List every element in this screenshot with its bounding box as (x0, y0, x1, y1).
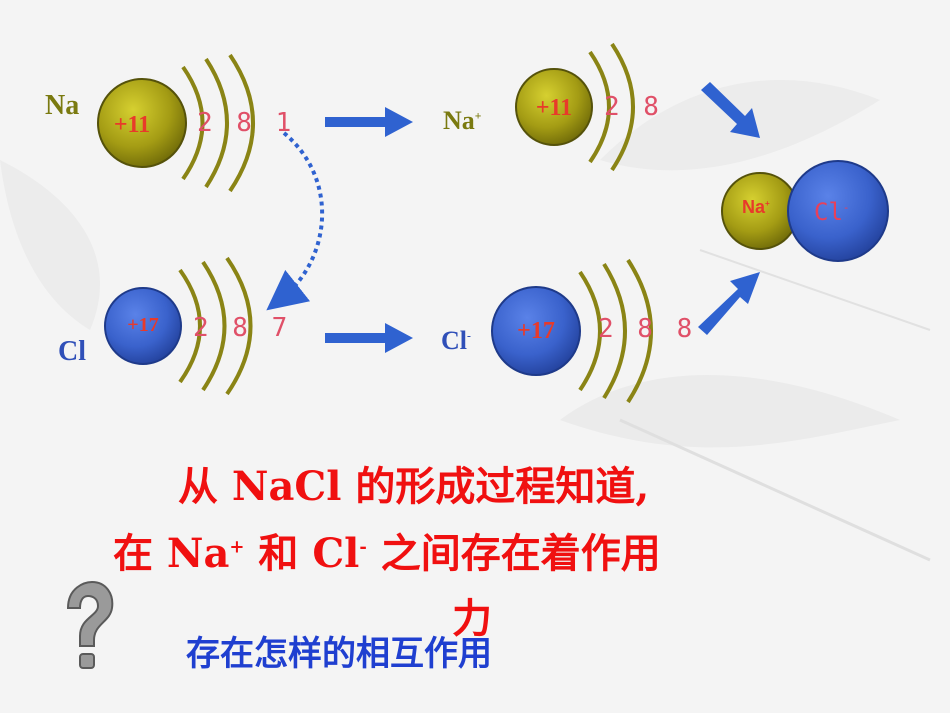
cl-ion-shell-electrons: 2 8 8 (598, 314, 697, 344)
cl-ion (491, 258, 653, 404)
na-ion-nucleus (515, 68, 593, 146)
arrow-cl-ion-to-compound (698, 272, 760, 335)
cl-shell-2 (201, 260, 227, 392)
arrow-na-to-ion (325, 107, 413, 137)
cl-nucleus-charge: +17 (127, 314, 159, 336)
cl-nucleus (104, 287, 182, 365)
cl-ion-shell-3 (626, 258, 653, 404)
na-shell-3 (228, 53, 255, 193)
arrow-cl-to-ion (325, 323, 413, 353)
na-symbol: Na (45, 90, 80, 121)
statement-line-3: 力 (452, 595, 492, 642)
na-ion-nucleus-charge: +11 (535, 95, 573, 121)
na-nucleus-charge: +11 (113, 112, 151, 138)
statement-line-1: 从 NaCl 的形成过程知道, (178, 463, 650, 510)
compound-cl (787, 160, 889, 262)
nacl-compound (721, 160, 889, 262)
cl-shell-electrons: 2 8 7 (193, 313, 292, 343)
cl-ion-symbol: Cl- (441, 326, 471, 355)
na-nucleus (97, 78, 187, 168)
cl-ion-shell-2 (602, 262, 627, 400)
cl-shell-3 (225, 256, 253, 396)
na-ion-symbol: Na+ (443, 106, 482, 135)
cl-ion-shell-1 (578, 270, 602, 392)
compound-na-label: Na+ (742, 197, 770, 217)
cl-atom (104, 256, 253, 396)
arrows (325, 82, 760, 353)
na-shell-2 (204, 57, 229, 189)
na-shell-electrons: 2 8 1 (197, 108, 296, 138)
na-ion (515, 42, 635, 172)
question-text: 存在怎样的相互作用 (186, 634, 492, 674)
na-ion-shell-1 (588, 50, 611, 164)
question-mark-icon (66, 580, 114, 669)
compound-cl-label: Cl- (814, 198, 850, 226)
arrow-na-ion-to-compound (701, 82, 760, 138)
na-ion-shell-electrons: 2 8 (604, 92, 663, 122)
na-shell-1 (181, 65, 205, 181)
cl-symbol: Cl (58, 336, 86, 367)
na-atom (97, 53, 255, 193)
na-ion-shell-2 (610, 42, 635, 172)
cl-ion-nucleus (491, 286, 581, 376)
statement-line-2: 在 Na+ 和 Cl- 之间存在着作用 (113, 530, 661, 577)
electron-transfer-arrow (266, 131, 325, 311)
cl-ion-nucleus-charge: +17 (517, 318, 555, 344)
cl-shell-1 (178, 268, 202, 384)
